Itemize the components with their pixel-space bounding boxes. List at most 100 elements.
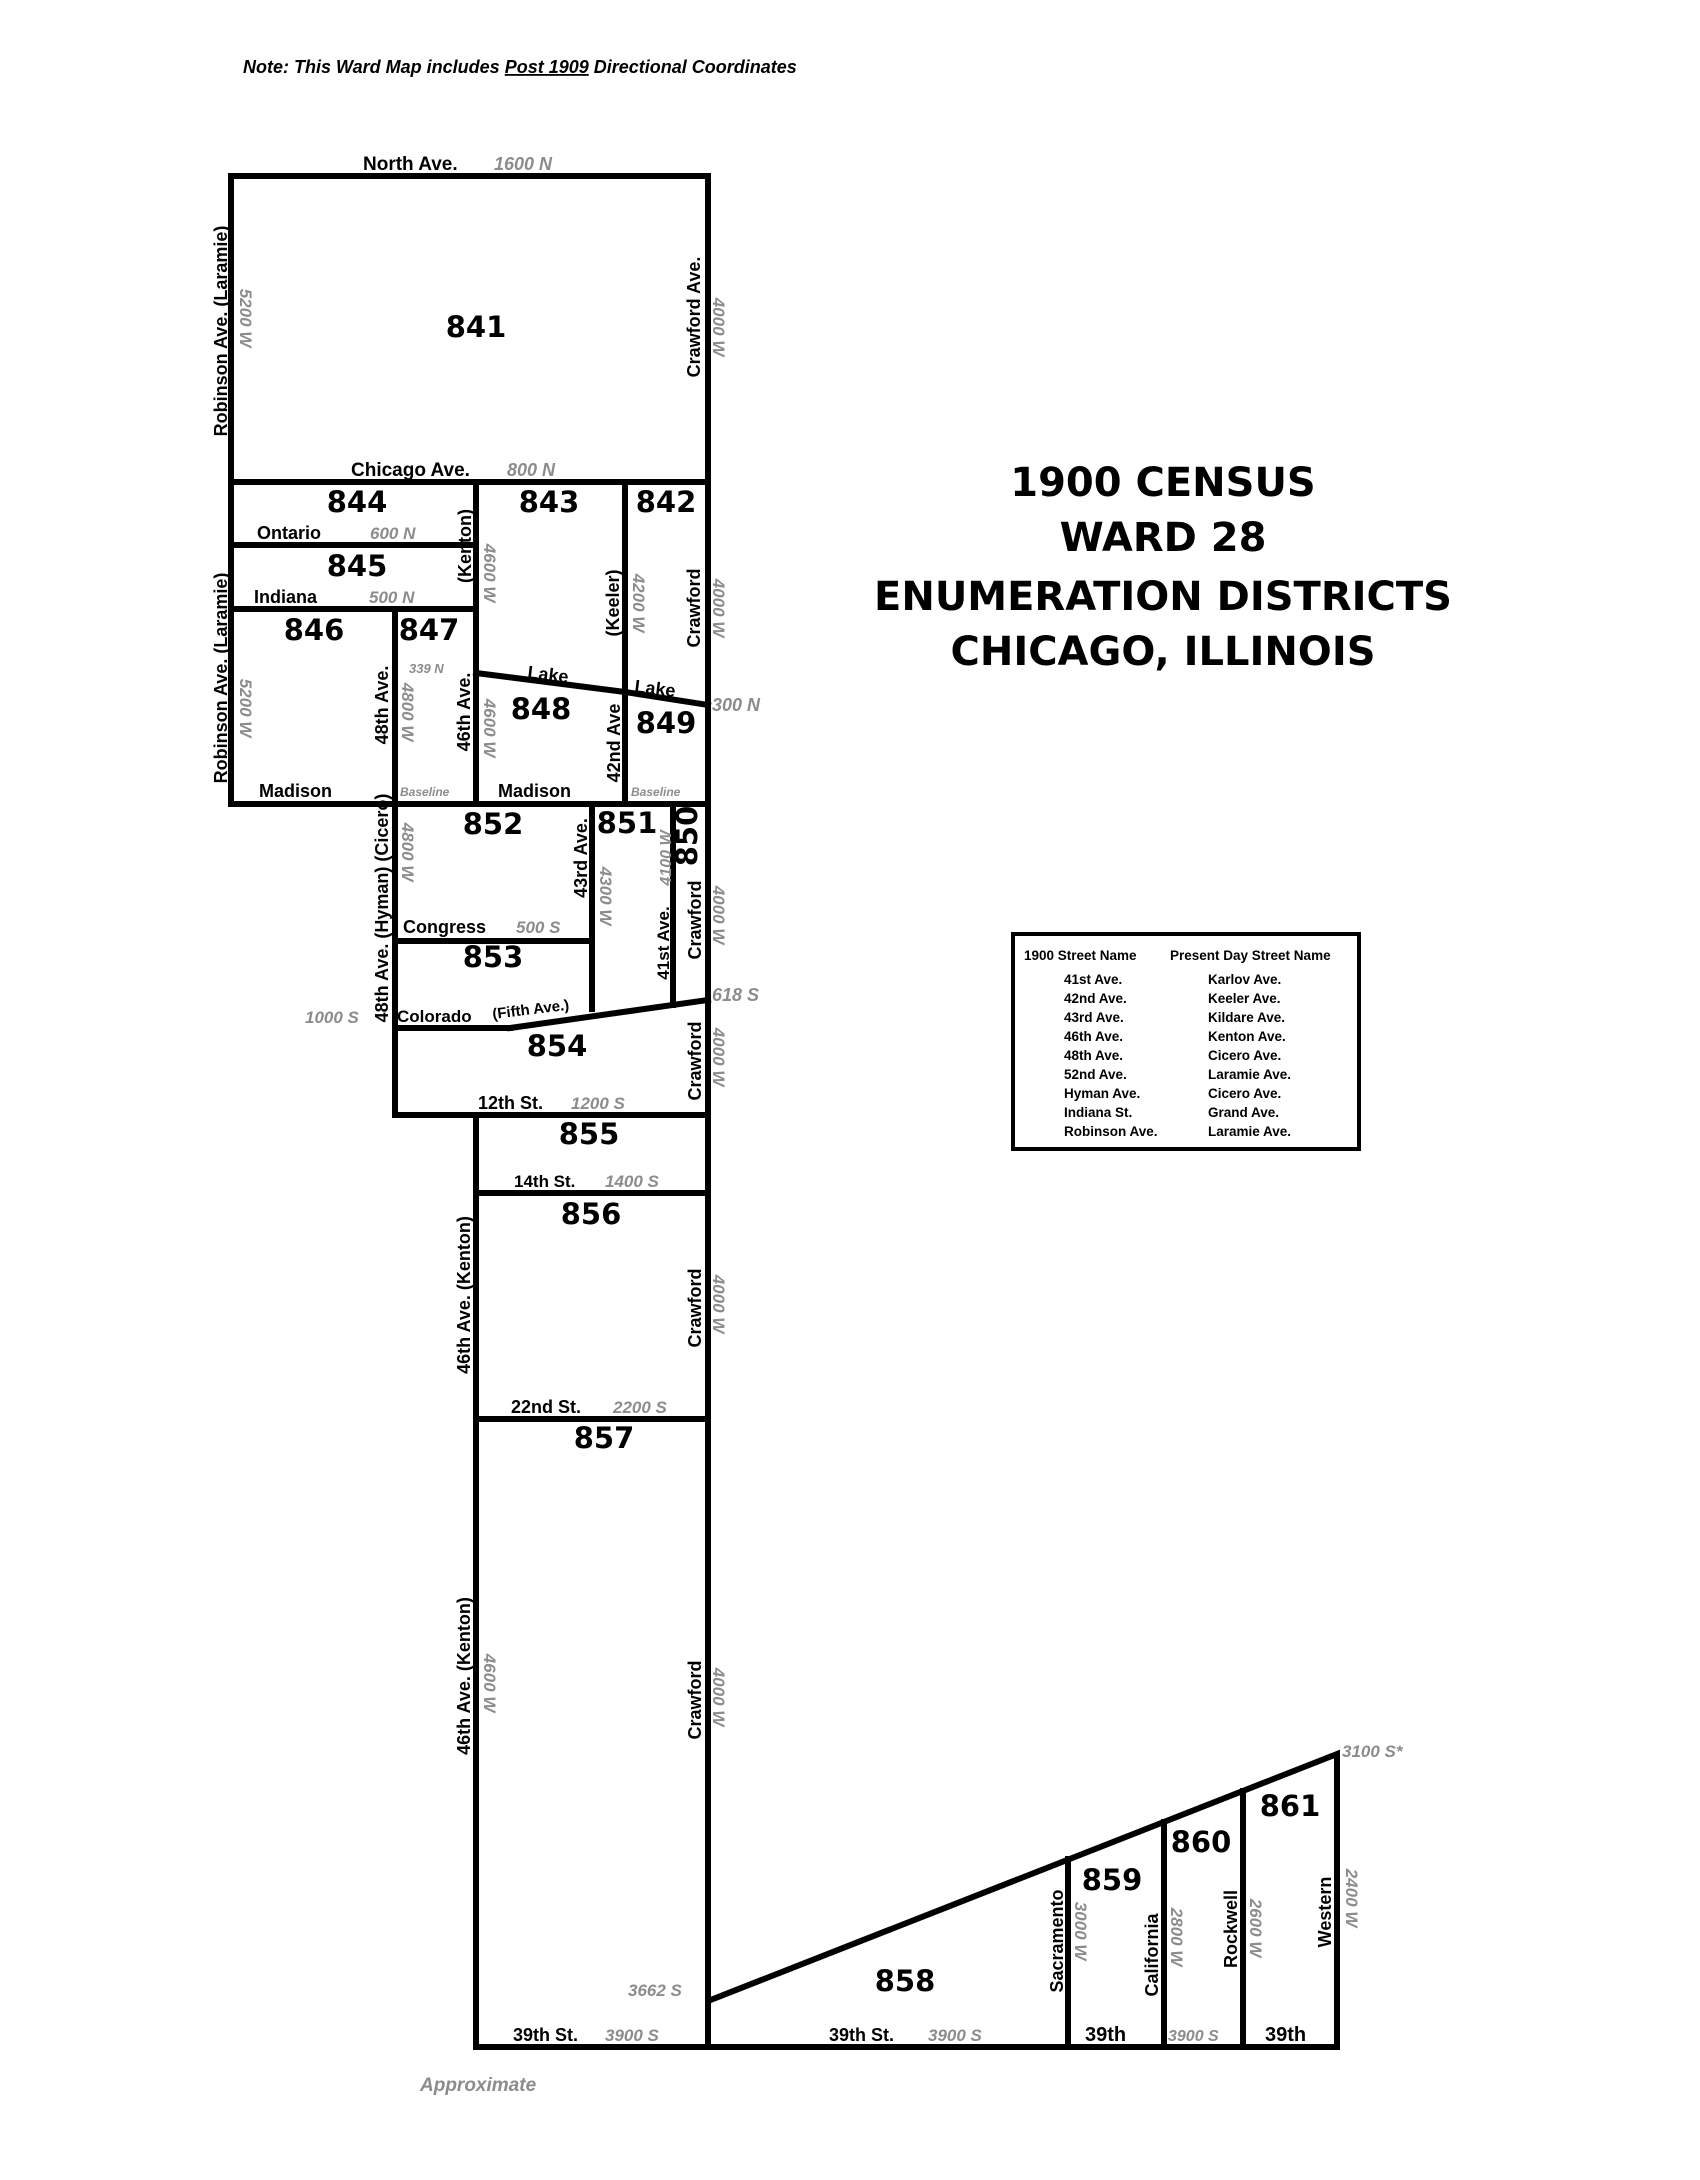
svg-text:Crawford: Crawford: [685, 1021, 705, 1100]
district-858: 858: [875, 1964, 936, 1998]
district-853: 853: [463, 940, 524, 974]
svg-text:48th Ave.: 48th Ave.: [372, 666, 392, 745]
svg-text:North Ave.: North Ave.: [363, 154, 458, 175]
legend-old-name: 41st Ave.: [1064, 972, 1122, 987]
svg-text:12th St.: 12th St.: [478, 1093, 543, 1113]
district-843: 843: [519, 485, 580, 519]
svg-text:46th Ave.: 46th Ave.: [454, 673, 474, 752]
district-boundaries: [228, 173, 1340, 2050]
district-labels: 841 842 843 844 845 846 847 848 849 850 …: [284, 310, 1321, 1998]
svg-text:3900 S: 3900 S: [1168, 2028, 1219, 2045]
legend-present-name: Cicero Ave.: [1208, 1086, 1281, 1101]
svg-text:Madison: Madison: [259, 781, 332, 801]
svg-text:Crawford: Crawford: [684, 568, 704, 647]
legend-present-name: Laramie Ave.: [1208, 1124, 1291, 1139]
district-848: 848: [511, 692, 572, 726]
svg-text:5200 W: 5200 W: [236, 289, 255, 350]
district-847: 847: [399, 613, 460, 647]
district-855: 855: [559, 1117, 620, 1151]
legend-present-name: Cicero Ave.: [1208, 1048, 1281, 1063]
district-842: 842: [636, 485, 697, 519]
svg-text:800 N: 800 N: [507, 460, 556, 480]
svg-text:3662 S: 3662 S: [628, 1981, 683, 2000]
svg-text:2800 W: 2800 W: [1167, 1907, 1186, 1969]
svg-text:2200 S: 2200 S: [612, 1398, 668, 1417]
svg-text:Colorado: Colorado: [397, 1007, 472, 1026]
svg-text:1000 S: 1000 S: [305, 1008, 360, 1027]
svg-text:618 S: 618 S: [712, 985, 759, 1005]
svg-text:4000 W: 4000 W: [709, 1027, 728, 1089]
svg-text:Lake: Lake: [527, 662, 570, 687]
legend-old-name: 48th Ave.: [1064, 1048, 1123, 1063]
svg-text:4600 W: 4600 W: [480, 1653, 499, 1715]
district-860: 860: [1171, 1825, 1232, 1859]
district-845: 845: [327, 549, 388, 583]
legend-header-present: Present Day Street Name: [1170, 948, 1331, 963]
svg-text:1900 CENSUS: 1900 CENSUS: [1010, 460, 1316, 506]
svg-text:46th Ave. (Kenton): 46th Ave. (Kenton): [454, 1597, 474, 1755]
vertical-street-labels: Robinson Ave. (Laramie) 5200 W Crawford …: [211, 226, 1361, 1997]
district-849: 849: [636, 706, 697, 740]
legend-present-name: Laramie Ave.: [1208, 1067, 1291, 1082]
district-859: 859: [1082, 1863, 1143, 1897]
svg-text:4000 W: 4000 W: [709, 297, 728, 359]
svg-text:1200 S: 1200 S: [571, 1094, 626, 1113]
svg-text:39th: 39th: [1085, 2024, 1126, 2046]
svg-text:39th: 39th: [1265, 2024, 1306, 2046]
svg-text:(Keeler): (Keeler): [603, 569, 623, 636]
svg-text:3900 S: 3900 S: [605, 2026, 660, 2045]
svg-text:48th Ave. (Hyman) (Cicero): 48th Ave. (Hyman) (Cicero): [372, 794, 392, 1023]
district-841: 841: [446, 310, 507, 344]
svg-text:300 N: 300 N: [712, 695, 761, 715]
svg-text:3900 S: 3900 S: [928, 2026, 983, 2045]
approximate-note: Approximate: [419, 2075, 537, 2096]
district-850: 850: [670, 806, 704, 867]
svg-text:Crawford: Crawford: [685, 880, 705, 959]
svg-text:Chicago Ave.: Chicago Ave.: [351, 460, 470, 481]
svg-text:4600 W: 4600 W: [480, 543, 499, 605]
svg-text:WARD 28: WARD 28: [1060, 515, 1267, 561]
district-856: 856: [561, 1197, 622, 1231]
district-844: 844: [327, 485, 388, 519]
legend-present-name: Keeler Ave.: [1208, 991, 1281, 1006]
legend-old-name: Indiana St.: [1064, 1105, 1132, 1120]
svg-text:2400 W: 2400 W: [1342, 1868, 1361, 1930]
svg-text:4000 W: 4000 W: [709, 1667, 728, 1729]
legend-old-name: 52nd Ave.: [1064, 1067, 1127, 1082]
svg-text:Crawford: Crawford: [685, 1268, 705, 1347]
svg-text:California: California: [1142, 1913, 1162, 1997]
svg-text:41st Ave.: 41st Ave.: [654, 906, 673, 979]
svg-text:1600 N: 1600 N: [494, 154, 553, 174]
legend-old-name: 46th Ave.: [1064, 1029, 1123, 1044]
svg-text:500 N: 500 N: [369, 588, 415, 607]
svg-text:22nd St.: 22nd St.: [511, 1397, 581, 1417]
svg-text:4600 W: 4600 W: [480, 698, 499, 760]
district-861: 861: [1260, 1789, 1321, 1823]
svg-text:Baseline: Baseline: [400, 785, 450, 799]
svg-text:4200 W: 4200 W: [629, 573, 648, 635]
svg-text:14th St.: 14th St.: [514, 1172, 575, 1191]
street-name-legend: 1900 Street Name Present Day Street Name…: [1011, 932, 1361, 1151]
svg-text:339 N: 339 N: [409, 661, 444, 676]
svg-text:Crawford: Crawford: [685, 1660, 705, 1739]
svg-text:Rockwell: Rockwell: [1221, 1890, 1241, 1968]
svg-text:500 S: 500 S: [516, 918, 561, 937]
map-note: Note: This Ward Map includes Post 1909 D…: [243, 57, 797, 77]
svg-text:Baseline: Baseline: [631, 785, 681, 799]
svg-text:3100 S*: 3100 S*: [1342, 1742, 1404, 1761]
svg-text:2600 W: 2600 W: [1246, 1898, 1265, 1960]
svg-text:Congress: Congress: [403, 917, 486, 937]
district-857: 857: [574, 1421, 635, 1455]
svg-text:Western: Western: [1315, 1877, 1335, 1948]
svg-text:39th St.: 39th St.: [829, 2025, 894, 2045]
svg-text:Indiana: Indiana: [254, 587, 318, 607]
legend-old-name: Robinson Ave.: [1064, 1124, 1158, 1139]
legend-old-name: Hyman Ave.: [1064, 1086, 1140, 1101]
svg-text:Robinson Ave. (Laramie): Robinson Ave. (Laramie): [211, 226, 231, 437]
legend-header-1900: 1900 Street Name: [1024, 948, 1137, 963]
svg-text:Madison: Madison: [498, 781, 571, 801]
svg-text:(Kenton): (Kenton): [455, 509, 475, 583]
legend-old-name: 43rd Ave.: [1064, 1010, 1124, 1025]
legend-old-name: 42nd Ave.: [1064, 991, 1127, 1006]
legend-present-name: Karlov Ave.: [1208, 972, 1281, 987]
